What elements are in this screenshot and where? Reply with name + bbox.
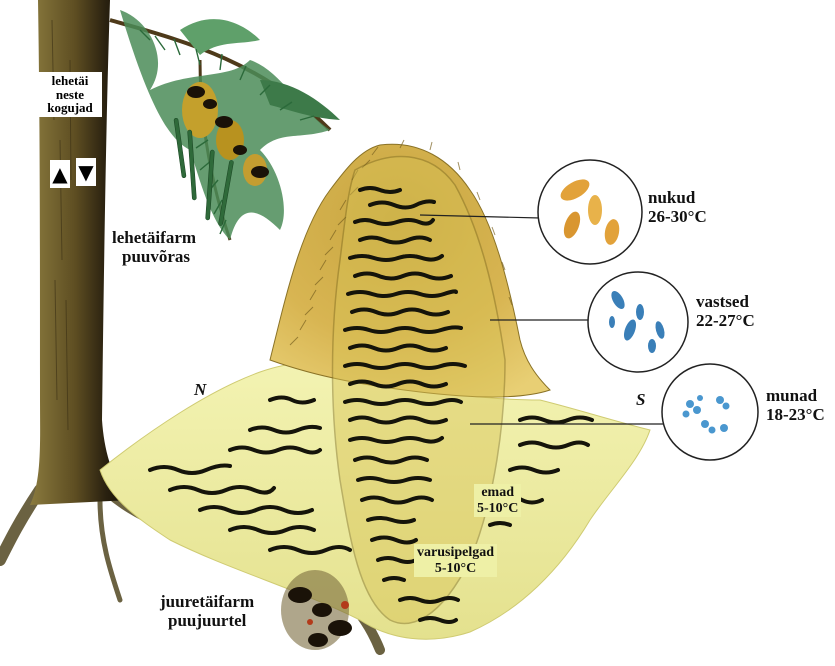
eggs-temp: 18-23°C (766, 405, 825, 424)
reserve-ants-label: varusipelgad 5-10°C (414, 544, 497, 577)
larvae-label: vastsed 22-27°C (696, 292, 755, 330)
reserve-ants-name: varusipelgad (417, 545, 494, 561)
pupae-inset (538, 160, 642, 264)
larvae-temp: 22-27°C (696, 311, 755, 330)
root-farm-line-2: puujuurtel (160, 611, 254, 630)
pupae-name: nukud (648, 188, 707, 207)
pupae-temp: 26-30°C (648, 207, 707, 226)
aphid-farm-line-2: puuvõras (112, 247, 196, 266)
queens-temp: 5-10°C (477, 501, 518, 517)
trunk-label-line-3: kogujad (38, 101, 102, 115)
queens-label: emad 5-10°C (474, 484, 521, 517)
spruce-branch (110, 10, 340, 240)
trunk-collectors-label: lehetäi neste kogujad (38, 72, 102, 117)
larvae-name: vastsed (696, 292, 755, 311)
trunk-label-line-1: lehetäi (38, 74, 102, 88)
eggs-inset (662, 364, 758, 460)
aphid-farm-branch-label: lehetäifarm puuvõras (112, 228, 196, 266)
trunk-label-line-2: neste (38, 88, 102, 102)
north-label: N (194, 380, 206, 399)
root-aphid-farm-label: juuretäifarm puujuurtel (160, 592, 254, 630)
down-arrow-icon: ▼ (76, 158, 96, 186)
eggs-name: munad (766, 386, 825, 405)
root-farm-line-1: juuretäifarm (160, 592, 254, 611)
eggs-label: munad 18-23°C (766, 386, 825, 424)
reserve-ants-temp: 5-10°C (417, 561, 494, 577)
aphid-farm-line-1: lehetäifarm (112, 228, 196, 247)
larvae-inset (588, 272, 688, 372)
south-label: S (636, 390, 645, 409)
pupae-label: nukud 26-30°C (648, 188, 707, 226)
queens-name: emad (477, 485, 518, 501)
up-arrow-icon: ▲ (50, 160, 70, 188)
